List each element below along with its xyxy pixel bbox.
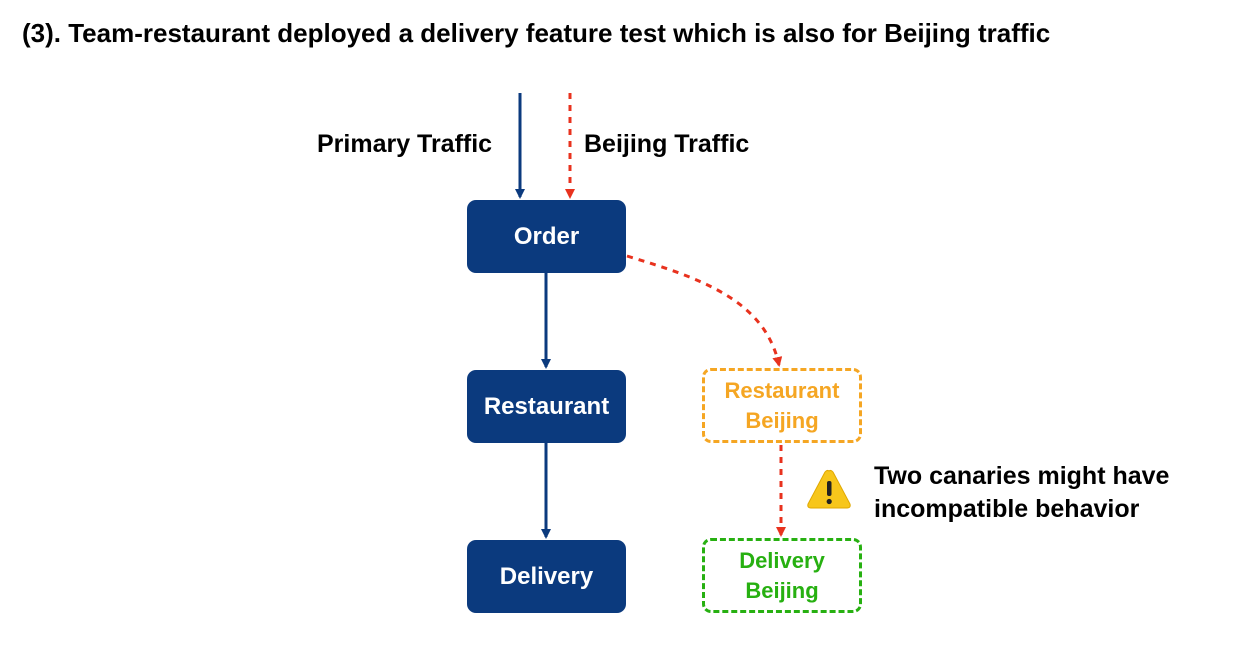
beijing-traffic-label: Beijing Traffic [584, 130, 750, 158]
restaurant-node: Restaurant [467, 370, 626, 443]
warning-message-line2: incompatible behavior [874, 495, 1140, 523]
delivery-beijing-node: Delivery Beijing [702, 538, 862, 613]
restaurant-beijing-node: Restaurant Beijing [702, 368, 862, 443]
primary-traffic-label: Primary Traffic [317, 130, 493, 158]
warning-icon [807, 469, 851, 509]
warning-message-line1: Two canaries might have [874, 462, 1170, 490]
diagram-title: (3). Team-restaurant deployed a delivery… [22, 18, 1051, 48]
delivery-node-label: Delivery [499, 562, 594, 590]
restaurant-beijing-label-line1: Restaurant [724, 377, 840, 403]
restaurant-beijing-label-line2: Beijing [745, 407, 819, 433]
warning-message: Two canaries might have incompatible beh… [874, 460, 1169, 526]
order-node-label: Order [513, 222, 580, 250]
delivery-beijing-label-line1: Delivery [739, 547, 825, 573]
delivery-beijing-label-line2: Beijing [745, 577, 819, 603]
order-to-restaurant-beijing-arrow [626, 254, 783, 367]
order-node: Order [467, 200, 626, 273]
delivery-node: Delivery [467, 540, 626, 613]
restaurant-node-label: Restaurant [483, 392, 610, 420]
